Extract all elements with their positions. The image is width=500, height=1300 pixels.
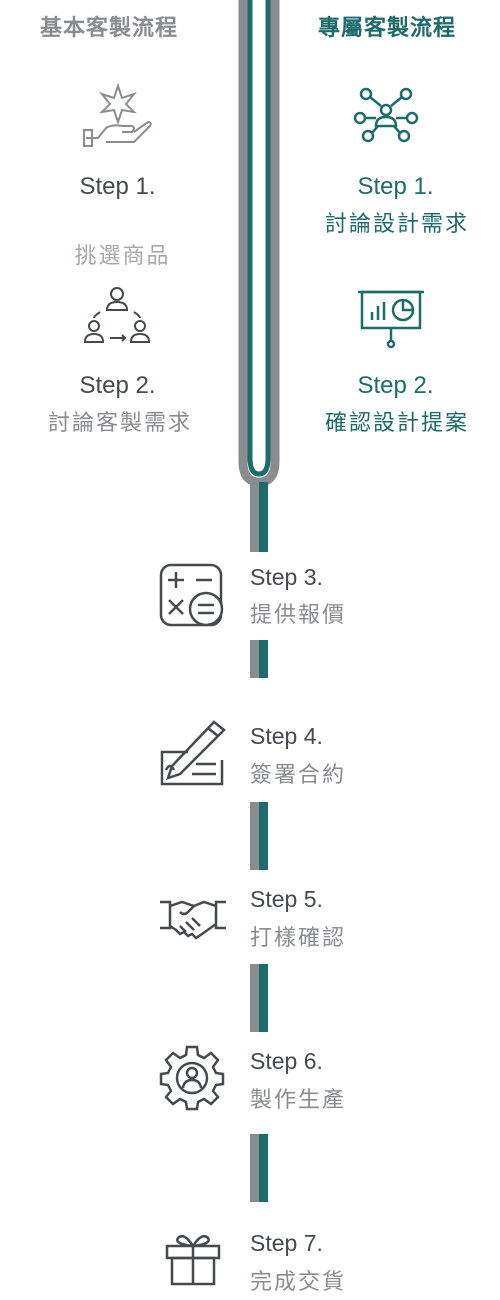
custom-process-title: 專屬客製流程 [318, 15, 457, 40]
center-track-u [238, 0, 280, 552]
hand-star-icon [82, 80, 154, 152]
basic-step2-label: Step 2. [79, 372, 156, 399]
track-dash [250, 640, 268, 678]
sign-contract-icon [158, 718, 230, 788]
custom-step2-label: Step 2. [357, 372, 434, 399]
track-dash [250, 1134, 268, 1202]
basic-step2-desc: 討論客製需求 [47, 410, 192, 435]
network-people-icon [352, 86, 420, 144]
step7-desc: 完成交貨 [250, 1269, 347, 1294]
custom-step1-label: Step 1. [357, 173, 434, 200]
custom-step2-desc: 確認設計提案 [324, 410, 469, 435]
gear-person-icon [158, 1044, 226, 1112]
custom-step1-desc: 討論設計需求 [324, 211, 469, 236]
basic-process-title: 基本客製流程 [40, 15, 179, 40]
presentation-chart-icon [358, 288, 424, 350]
step4-desc: 簽署合約 [250, 762, 347, 787]
track-dash [250, 964, 268, 1032]
gift-icon [164, 1228, 222, 1286]
step3-desc: 提供報價 [250, 602, 347, 627]
step5-desc: 打樣確認 [250, 925, 347, 950]
step4-label: Step 4. [250, 723, 323, 749]
step3-label: Step 3. [250, 564, 323, 590]
calculator-icon [158, 562, 226, 630]
step7-label: Step 7. [250, 1230, 323, 1256]
step5-label: Step 5. [250, 886, 323, 912]
step6-desc: 製作生產 [250, 1087, 347, 1112]
people-cycle-icon [82, 284, 152, 350]
basic-step1-label: Step 1. [79, 173, 156, 200]
handshake-icon [158, 896, 228, 942]
step6-label: Step 6. [250, 1048, 323, 1074]
track-dash [250, 802, 268, 870]
basic-step1-desc: 挑選商品 [74, 243, 171, 268]
